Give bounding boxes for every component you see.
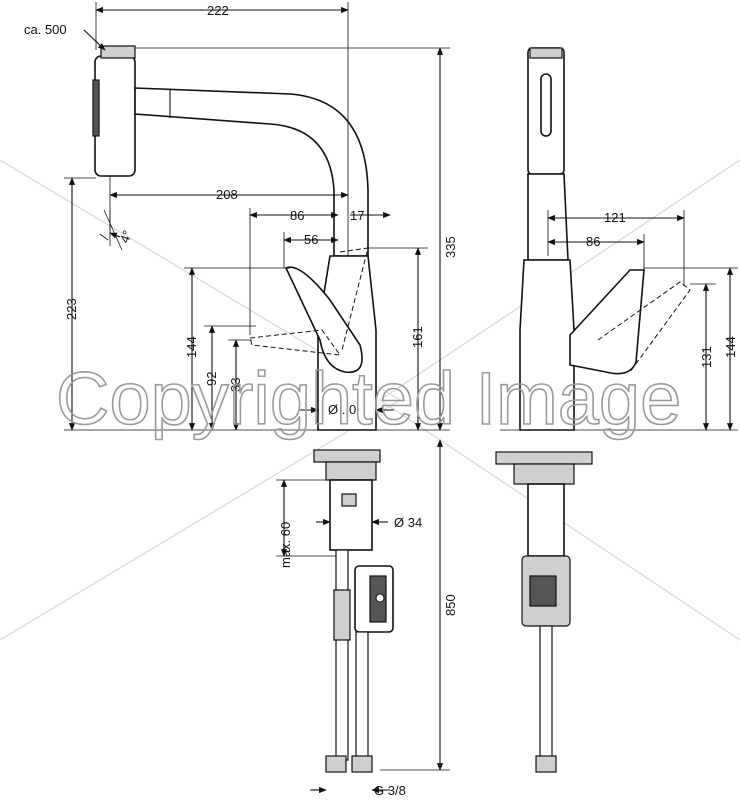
hose-total-label: 850 <box>443 594 458 616</box>
mounting-max-label: max. 60 <box>278 522 293 568</box>
base-plate <box>313 449 381 463</box>
spray-head <box>94 55 136 177</box>
spray-head-cap <box>100 45 136 59</box>
front-lever <box>569 269 645 375</box>
front-lever-height-131-label: 131 <box>699 346 714 368</box>
lever-reach-86-label: 86 <box>290 208 304 223</box>
spray-button <box>92 79 100 137</box>
front-lever-height-144-label: 144 <box>723 336 738 358</box>
mount-shank <box>329 479 373 551</box>
hose-left <box>335 549 349 761</box>
front-lever-reach-121-label: 121 <box>604 210 626 225</box>
hole-diameter-label: Ø 34 <box>394 515 422 530</box>
swivel-angle-label: 4° <box>117 228 135 245</box>
front-view-labels: 121 86 131 144 <box>586 210 738 368</box>
spout-height-label: 223 <box>64 298 79 320</box>
lever-reach-56-label: 56 <box>304 232 318 247</box>
lever-height-161-label: 161 <box>410 326 425 348</box>
lever-height-33-label: 33 <box>228 378 243 392</box>
front-base-plate <box>495 451 593 465</box>
connection-thread-label: G 3/8 <box>374 783 406 798</box>
hose-length-label: ca. 500 <box>24 22 67 37</box>
lever-height-92-label: 92 <box>204 372 219 386</box>
hose-right <box>355 631 369 761</box>
side-view-labels: ca. 500 222 208 86 17 56 335 223 4° 144 … <box>24 3 458 798</box>
hose-fitting-right <box>351 755 373 773</box>
spout-reach-label: 208 <box>216 187 238 202</box>
hose-fitting-left <box>325 755 347 773</box>
watermark-text: Copyrighted Image <box>56 357 681 440</box>
lever-offset-17-label: 17 <box>350 208 364 223</box>
total-reach-label: 222 <box>207 3 229 18</box>
mount-nut <box>325 461 377 481</box>
front-view <box>495 47 738 773</box>
total-height-label: 335 <box>443 236 458 258</box>
side-view <box>64 2 450 794</box>
body-diameter-label: Ø ..0 <box>328 402 356 417</box>
lever-height-144-label: 144 <box>184 336 199 358</box>
front-lever-reach-86-label: 86 <box>586 234 600 249</box>
